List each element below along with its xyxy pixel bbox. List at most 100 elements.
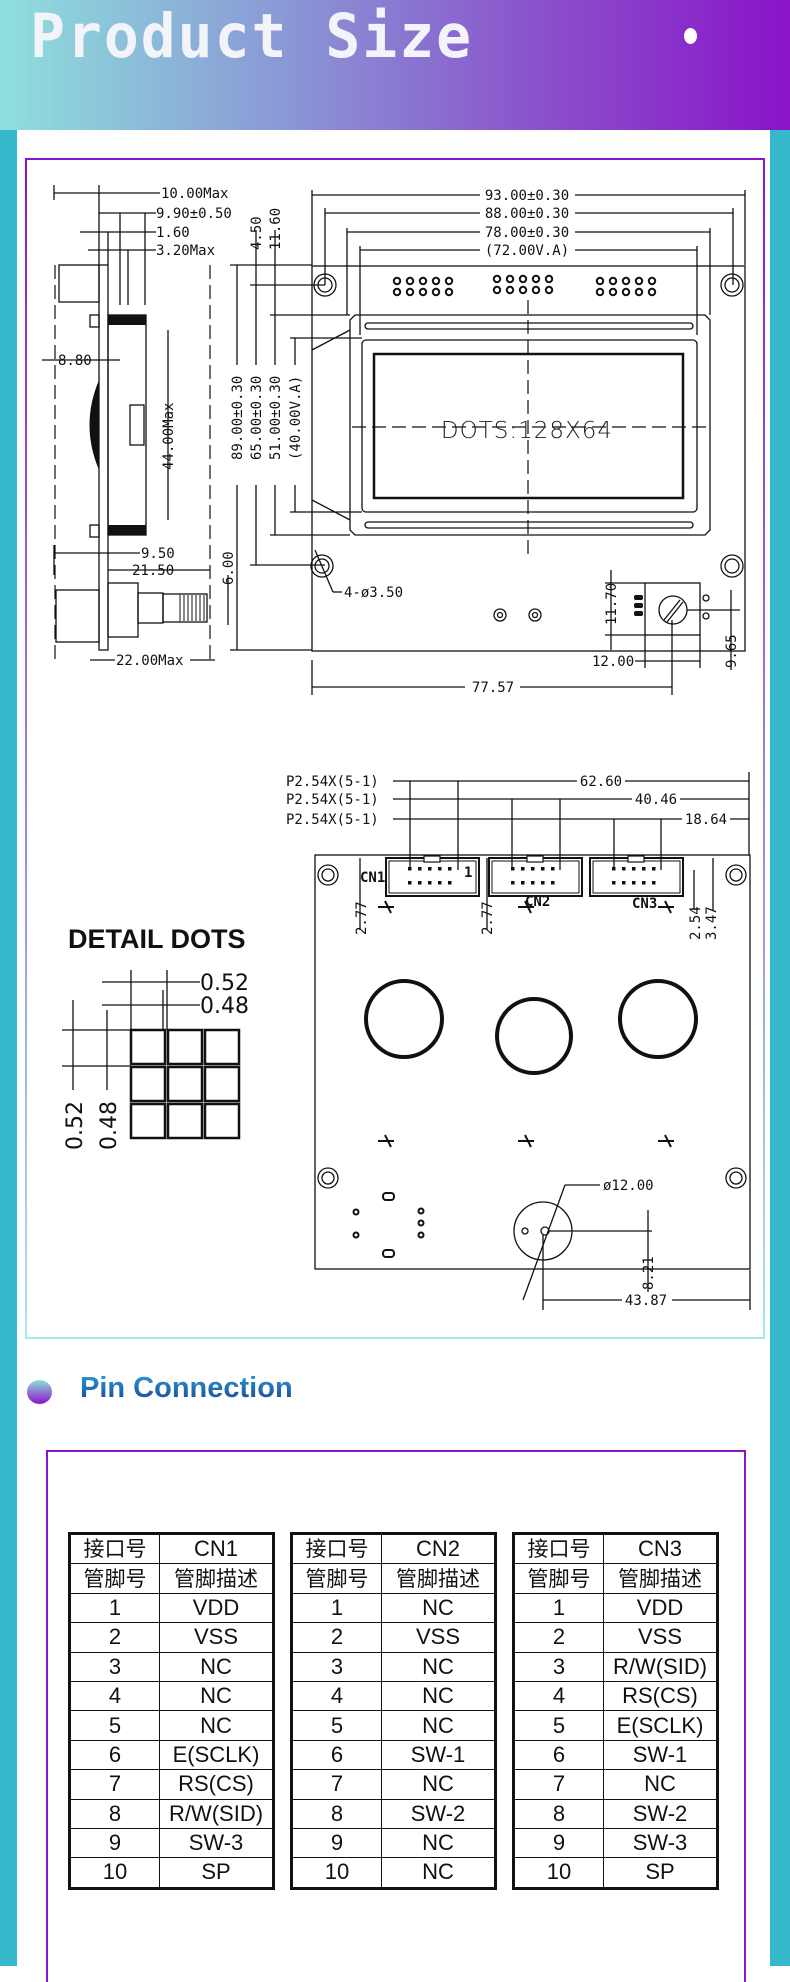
pin-description: NC	[381, 1857, 496, 1889]
dim-label: 0.48	[97, 1101, 122, 1150]
table-header: 接口号	[291, 1532, 382, 1565]
mounting-hole	[317, 1167, 339, 1189]
pin-description: NC	[159, 1710, 274, 1741]
connector-label: CN3	[632, 896, 657, 912]
dim-label: 4-ø3.50	[344, 585, 403, 601]
front-view: 93.00±0.30 88.00±0.30 78.00±0.30 (72.00V…	[228, 185, 746, 696]
pad	[518, 285, 528, 295]
dim-label: 4.50	[249, 216, 265, 250]
detail-dots: DETAIL DOTS 0.52 0.48 0.52 0.48	[62, 924, 249, 1150]
dim-label: 78.00±0.30	[485, 225, 569, 241]
dim-label: 51.00±0.30	[268, 376, 284, 460]
pin-number: 7	[513, 1769, 604, 1800]
dim-label: (40.00V.A)	[288, 376, 304, 460]
dimension-drawing: 10.00Max 9.90±0.50 1.60 3.20Max 8.80 44.…	[42, 185, 751, 1310]
button-hole	[364, 979, 444, 1059]
pin-description: NC	[159, 1651, 274, 1682]
pin-description: VSS	[159, 1622, 274, 1653]
dim-label: 18.64	[685, 812, 727, 828]
pin-number: 7	[291, 1769, 382, 1800]
pad	[634, 276, 644, 286]
pin-number: 10	[291, 1857, 382, 1889]
pad	[492, 285, 502, 295]
dim-label: 43.87	[625, 1293, 667, 1309]
pad	[444, 276, 454, 286]
pin-number: 3	[291, 1651, 382, 1682]
mounting-hole	[720, 554, 744, 578]
dim-label: 3.47	[704, 906, 720, 940]
pad	[405, 287, 415, 297]
button-hole	[618, 979, 698, 1059]
table-header: 接口号	[69, 1532, 160, 1565]
pad	[505, 274, 515, 284]
dim-label: 88.00±0.30	[485, 206, 569, 222]
dim-label: 9.90±0.50	[156, 206, 232, 222]
dot-icon	[684, 28, 697, 44]
mounting-hole	[725, 1167, 747, 1189]
pin-description: SW-1	[603, 1739, 718, 1771]
dim-label: 3.20Max	[156, 243, 215, 259]
side-view: 10.00Max 9.90±0.50 1.60 3.20Max 8.80 44.…	[42, 185, 237, 669]
pin-description: SP	[159, 1857, 274, 1889]
table-header: 管脚号	[69, 1563, 160, 1594]
pin-description: SW-3	[159, 1827, 274, 1859]
bullet-icon	[27, 1380, 52, 1404]
pin-description: R/W(SID)	[603, 1651, 718, 1682]
pin-description: NC	[381, 1827, 496, 1859]
table-header: CN3	[603, 1532, 718, 1565]
pin-description: SW-2	[603, 1798, 718, 1829]
pin-number: 10	[69, 1857, 160, 1889]
mounting-hole	[720, 273, 744, 297]
pin-number: 2	[291, 1622, 382, 1653]
pin-description: SW-3	[603, 1827, 718, 1859]
pad	[518, 274, 528, 284]
pin-description: NC	[381, 1680, 496, 1712]
pin-description: VDD	[603, 1592, 718, 1624]
pin-description: NC	[381, 1651, 496, 1682]
pad	[418, 287, 428, 297]
dim-label: 9.65	[724, 634, 740, 668]
mounting-hole	[310, 554, 334, 578]
pin-description: RS(CS)	[603, 1680, 718, 1712]
pad	[595, 276, 605, 286]
left-border-bar	[0, 130, 17, 1966]
pad	[392, 287, 402, 297]
pin-number: 6	[513, 1739, 604, 1771]
dim-label: 0.48	[200, 994, 249, 1019]
pin-number: 3	[513, 1651, 604, 1682]
pad	[444, 287, 454, 297]
pin-number: 1	[513, 1592, 604, 1624]
pad	[492, 274, 502, 284]
pad	[544, 274, 554, 284]
buzzer	[513, 1184, 600, 1301]
dim-label: 21.50	[132, 563, 174, 579]
pin-number: 5	[291, 1710, 382, 1741]
pin-number: 2	[513, 1622, 604, 1653]
dim-label: 62.60	[580, 774, 622, 790]
dot-cell	[203, 1065, 241, 1103]
dim-label: 77.57	[472, 680, 514, 696]
table-header: 管脚号	[513, 1563, 604, 1594]
pin-description: NC	[381, 1710, 496, 1741]
dim-label: 22.00Max	[116, 653, 183, 669]
pin1-label: 1	[464, 865, 472, 881]
dim-label: 2.77	[354, 901, 370, 935]
pin-number: 9	[291, 1827, 382, 1859]
dim-label: 10.00Max	[161, 186, 228, 202]
table-header: CN1	[159, 1532, 274, 1565]
page-title: Product Size	[30, 0, 474, 72]
pin-description: RS(CS)	[159, 1769, 274, 1800]
